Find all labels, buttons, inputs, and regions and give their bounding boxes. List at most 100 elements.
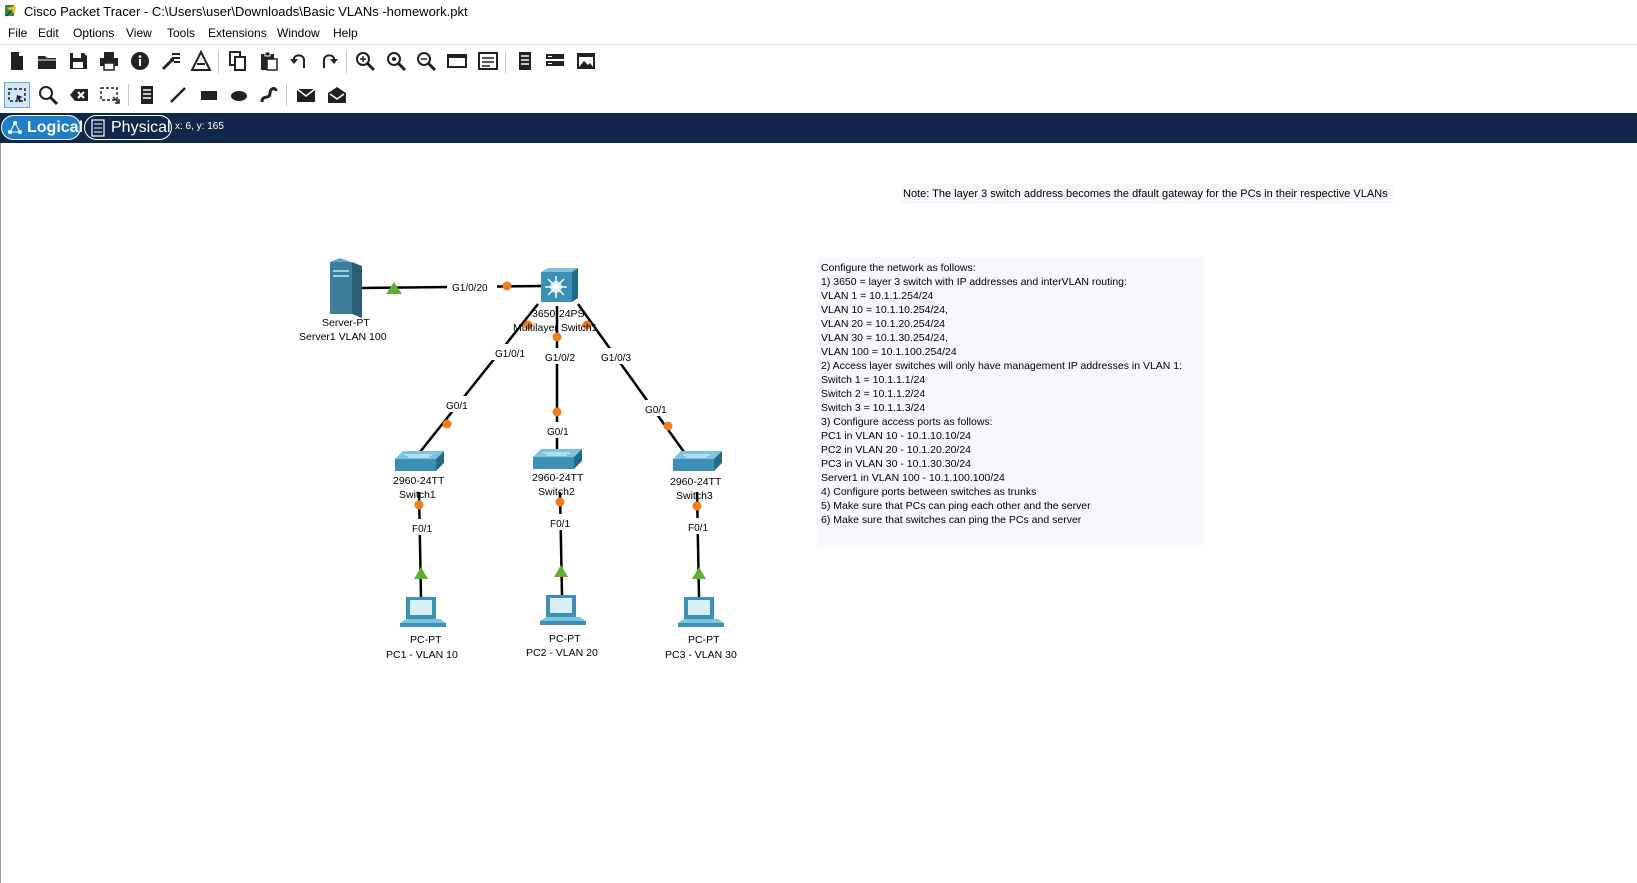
pc3-name-label: PC3 - VLAN 30 [665,649,737,661]
svg-text:F0/1: F0/1 [688,523,708,534]
mls-name-label: Multilayer Switch1 [513,322,598,334]
info-icon[interactable] [127,48,153,74]
menu-edit[interactable]: Edit [38,26,59,40]
link-orange-indicator [692,501,702,511]
server1-device[interactable]: Server-PT Server1 VLAN 100 [299,258,387,343]
menu-options[interactable]: Options [73,26,115,40]
svg-text:G0/1: G0/1 [547,427,569,438]
port-label-switch2-g0-1: G0/1 [543,422,575,438]
switch1-name-label: Switch1 [399,489,436,501]
redo-icon[interactable] [316,48,342,74]
new-file-icon[interactable] [4,48,30,74]
server-model-label: Server-PT [322,317,370,329]
copy-icon[interactable] [225,48,251,74]
complex-pdu-icon[interactable] [324,82,350,108]
config-line: 5) Make sure that PCs can ping each othe… [821,500,1091,512]
zoom-in-icon[interactable] [352,48,378,74]
cable-switch2-pc2[interactable] [558,491,564,596]
config-line: VLAN 10 = 10.1.10.254/24, [821,304,948,316]
undo-icon[interactable] [286,48,312,74]
open-folder-icon[interactable] [34,48,60,74]
multilayer-switch1-device[interactable]: 3650-24PS Multilayer Switch1 [513,268,598,334]
select-icon[interactable] [4,82,30,108]
config-line: VLAN 1 = 10.1.1.254/24 [821,290,934,302]
link-orange-indicator [582,320,592,330]
gateway-note[interactable]: Note: The layer 3 switch address becomes… [901,184,1393,204]
switch2-device[interactable]: 2960-24TT Switch2 [532,449,584,498]
menu-file[interactable]: File [8,26,28,40]
config-line: 4) Configure ports between switches as t… [821,486,1037,498]
toolbar-separator [346,51,347,73]
config-line: PC2 in VLAN 20 - 10.1.20.20/24 [821,444,972,456]
svg-text:F0/1: F0/1 [550,519,570,530]
toolbar-separator [286,84,287,106]
link-up-indicator [386,282,402,294]
network-information-icon[interactable] [542,48,568,74]
configuration-instructions-note[interactable]: Configure the network as follows: 1) 365… [817,257,1205,545]
config-line: VLAN 100 = 10.1.100.254/24 [821,346,957,358]
server-name-label: Server1 VLAN 100 [299,331,387,343]
menu-tools[interactable]: Tools [167,26,196,40]
custom-device-icon[interactable] [188,48,214,74]
zoom-out-icon[interactable] [413,48,439,74]
screenshot-icon[interactable] [573,48,599,74]
link-orange-indicator [414,500,424,510]
place-note-icon[interactable] [134,82,160,108]
svg-text:G1/0/20: G1/0/20 [452,283,488,294]
link-orange-indicator [523,320,533,330]
draw-line-icon[interactable] [165,82,191,108]
link-orange-indicator [552,407,562,417]
save-icon[interactable] [65,48,91,74]
draw-rectangle-icon[interactable] [196,82,222,108]
pc1-name-label: PC1 - VLAN 10 [386,649,458,661]
server-icon [330,258,362,318]
delete-icon[interactable] [66,82,92,108]
activity-wizard-icon[interactable] [158,48,184,74]
svg-text:G1/0/3: G1/0/3 [601,353,631,364]
pc1-model-label: PC-PT [410,634,442,646]
freeform-icon[interactable] [256,82,282,108]
draw-ellipse-icon[interactable] [226,82,252,108]
simple-pdu-icon[interactable] [293,82,319,108]
menu-help[interactable]: Help [333,26,358,40]
config-line: Configure the network as follows: [821,262,976,274]
menu-view[interactable]: View [126,26,152,40]
zoom-reset-icon[interactable] [383,48,409,74]
switch1-device[interactable]: 2960-24TT Switch1 [393,451,445,501]
menu-extensions[interactable]: Extensions [208,26,267,40]
config-line: VLAN 30 = 10.1.30.254/24, [821,332,948,344]
packet-tracer-app-icon [5,5,16,17]
link-orange-indicator [552,332,562,342]
print-icon[interactable] [96,48,122,74]
switch-icon [533,449,582,469]
switch-icon [673,451,722,471]
config-line: Switch 3 = 10.1.1.3/24 [821,402,926,414]
config-line: Switch 2 = 10.1.1.2/24 [821,388,926,400]
tools-toolbar [0,79,1637,112]
cable-mls-switch1[interactable] [419,303,539,453]
link-orange-indicator [555,497,565,507]
pc1-device[interactable]: PC-PT PC1 - VLAN 10 [386,597,458,661]
svg-text:G1/0/2: G1/0/2 [545,353,575,364]
custom-devices-dialog-icon[interactable] [475,48,501,74]
workspace-tab-bar: Logical Physical x: 6, y: 165 [0,113,1637,143]
inspect-icon[interactable] [35,82,61,108]
port-label-g1-0-3: G1/0/3 [596,348,638,364]
paste-icon[interactable] [256,48,282,74]
view-command-log-icon[interactable] [512,48,538,74]
toolbar-separator [218,51,219,73]
resize-shape-icon[interactable] [97,82,123,108]
tab-physical[interactable]: Physical [84,115,172,140]
menu-window[interactable]: Window [277,26,320,40]
tab-logical-label: Logical [27,119,84,136]
link-up-indicator [414,567,428,579]
pc3-device[interactable]: PC-PT PC3 - VLAN 30 [665,597,737,661]
tab-physical-label: Physical [111,119,171,136]
pc2-device[interactable]: PC-PT PC2 - VLAN 20 [526,595,598,659]
tab-logical[interactable]: Logical [1,115,84,140]
drawing-palette-icon[interactable] [444,48,470,74]
cable-switch1-pc1[interactable] [417,491,423,598]
switch3-device[interactable]: 2960-24TT Switch3 [670,451,722,502]
pc2-name-label: PC2 - VLAN 20 [526,647,598,659]
port-label-g1-0-20: G1/0/20 [447,278,497,294]
